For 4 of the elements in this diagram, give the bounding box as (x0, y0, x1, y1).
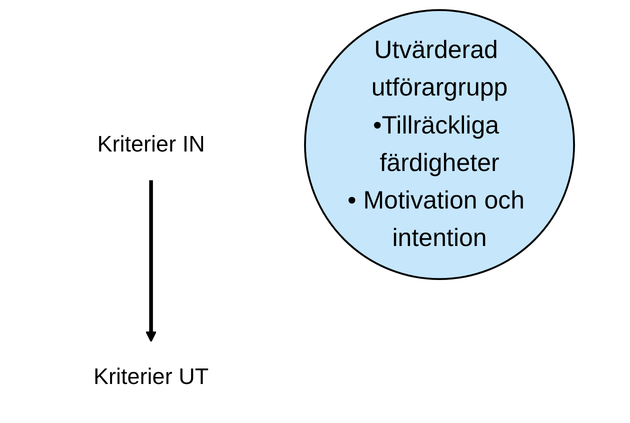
node-text: Kriterier IN (97, 131, 205, 156)
node-circle: Utvärderad utförargrupp •Tillräckliga färdigheter • Motivation och intention (304, 9, 575, 280)
node-text: Kriterier UT (93, 364, 209, 390)
arrow (146, 180, 157, 342)
